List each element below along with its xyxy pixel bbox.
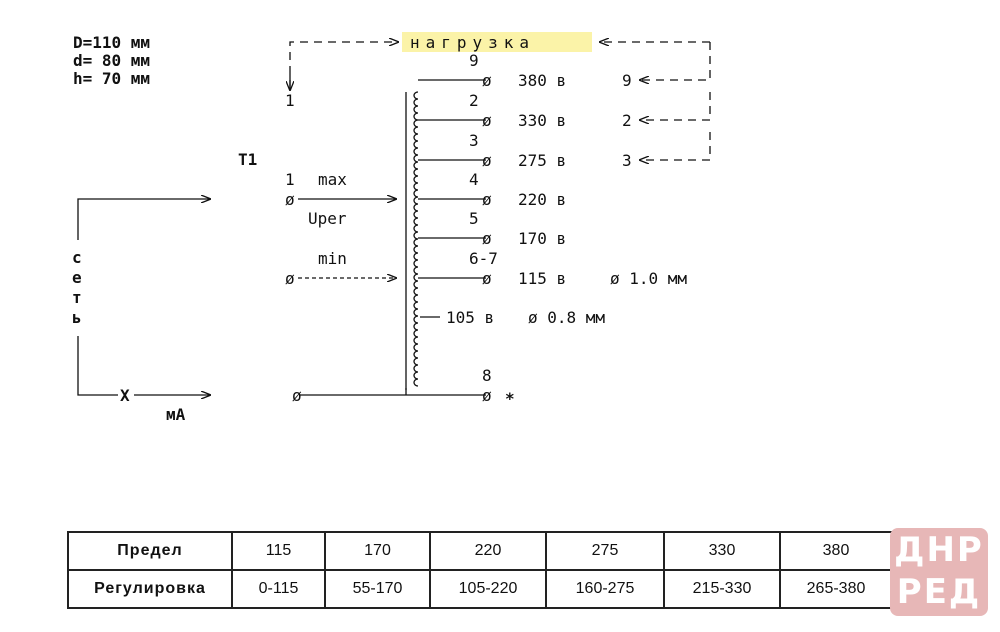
tap-2-voltage: 330 в: [518, 111, 566, 130]
tap-105: 105 в ø 0.8 мм: [420, 308, 605, 327]
limits-table: Предел 115 170 220 275 330 380 Регулиров…: [67, 531, 893, 609]
tap-4-number: 4: [469, 170, 479, 189]
ammeter-cross: X: [120, 386, 130, 405]
return-2-line: [640, 92, 711, 120]
tap-6-7-terminal: ø: [482, 269, 492, 288]
tap-3-terminal: ø: [482, 151, 492, 170]
tap-3-number: 3: [469, 131, 479, 150]
dim-D: D=110 мм: [73, 33, 150, 52]
tap-6-7-voltage: 115 в: [518, 269, 566, 288]
table-cell: 265-380: [779, 569, 893, 609]
return-3-line: [640, 132, 711, 160]
tap-5: ø 5 170 в: [418, 209, 566, 248]
wire-1-0-label: ø 1.0 мм: [610, 269, 687, 288]
tap-3-voltage: 275 в: [518, 151, 566, 170]
table-cell: 55-170: [324, 569, 431, 609]
terminal-8: ø: [482, 386, 492, 405]
transformer-label: T1: [238, 150, 257, 169]
tap-105-voltage: 105 в: [446, 308, 494, 327]
tap-6-7-number: 6-7: [469, 249, 498, 268]
table-cell: 275: [545, 531, 665, 571]
table-cell: 105-220: [429, 569, 547, 609]
max-label: max: [318, 170, 347, 189]
row-head-limit: Предел: [67, 531, 233, 571]
network-top-wire: [77, 199, 210, 240]
tap-2-terminal: ø: [482, 111, 492, 130]
logo-line-1: ДНР: [894, 530, 984, 570]
tap-3: ø 3 275 в: [418, 131, 566, 170]
tap-5-voltage: 170 в: [518, 229, 566, 248]
load-highlight: [402, 32, 592, 52]
table-row: Предел 115 170 220 275 330 380: [67, 531, 893, 571]
load-label: нагрузка: [410, 33, 535, 52]
return-2-label: 2: [622, 111, 632, 130]
watermark-logo: ДНР РЕД: [890, 528, 988, 616]
min-terminal: ø: [285, 269, 295, 288]
table-cell: 170: [324, 531, 431, 571]
tap-4: ø 4 220 в: [418, 170, 566, 209]
return-9-line: [640, 42, 711, 80]
table-cell: 0-115: [231, 569, 326, 609]
dim-h: h= 70 мм: [73, 69, 150, 88]
tap-2: ø 2 330 в: [418, 91, 566, 130]
input-terminal-number: 1: [285, 170, 295, 189]
table-cell: 380: [779, 531, 893, 571]
table-cell: 330: [663, 531, 781, 571]
tap-9: ø 9 380 в: [418, 51, 566, 90]
return-9-label: 9: [622, 71, 632, 90]
return-3-label: 3: [622, 151, 632, 170]
min-label: min: [318, 249, 347, 268]
max-terminal: ø: [285, 190, 295, 209]
table-cell: 115: [231, 531, 326, 571]
bottom-left-terminal: ø: [292, 386, 302, 405]
winding-coil: [413, 91, 419, 387]
feed-dashed-line: [289, 42, 398, 88]
logo-line-2: РЕД: [896, 572, 982, 612]
tap-2-number: 2: [469, 91, 479, 110]
network-label-1: с: [72, 248, 82, 267]
tap-9-number: 9: [469, 51, 479, 70]
tap-9-terminal: ø: [482, 71, 492, 90]
dim-d: d= 80 мм: [73, 51, 150, 70]
row-head-regulation: Регулировка: [67, 569, 233, 609]
table-cell: 220: [429, 531, 547, 571]
terminal-8-number: 8: [482, 366, 492, 385]
top-terminal-number: 1: [285, 91, 295, 110]
tap-4-voltage: 220 в: [518, 190, 566, 209]
network-label-4: ь: [72, 308, 82, 327]
wire-0-8-label: ø 0.8 мм: [528, 308, 605, 327]
uper-label: Uper: [308, 209, 347, 228]
network-label-3: т: [72, 288, 82, 307]
terminal-8-star: *: [505, 389, 515, 408]
network-label-2: е: [72, 268, 82, 287]
ammeter-label: мА: [166, 405, 186, 424]
tap-9-voltage: 380 в: [518, 71, 566, 90]
table-row: Регулировка 0-115 55-170 105-220 160-275…: [67, 569, 893, 609]
tap-5-terminal: ø: [482, 229, 492, 248]
tap-4-terminal: ø: [482, 190, 492, 209]
tap-6-7: ø 6-7 115 в ø 1.0 мм: [418, 249, 687, 288]
network-bottom-wire: [77, 336, 210, 395]
table-cell: 215-330: [663, 569, 781, 609]
table-cell: 160-275: [545, 569, 665, 609]
tap-5-number: 5: [469, 209, 479, 228]
